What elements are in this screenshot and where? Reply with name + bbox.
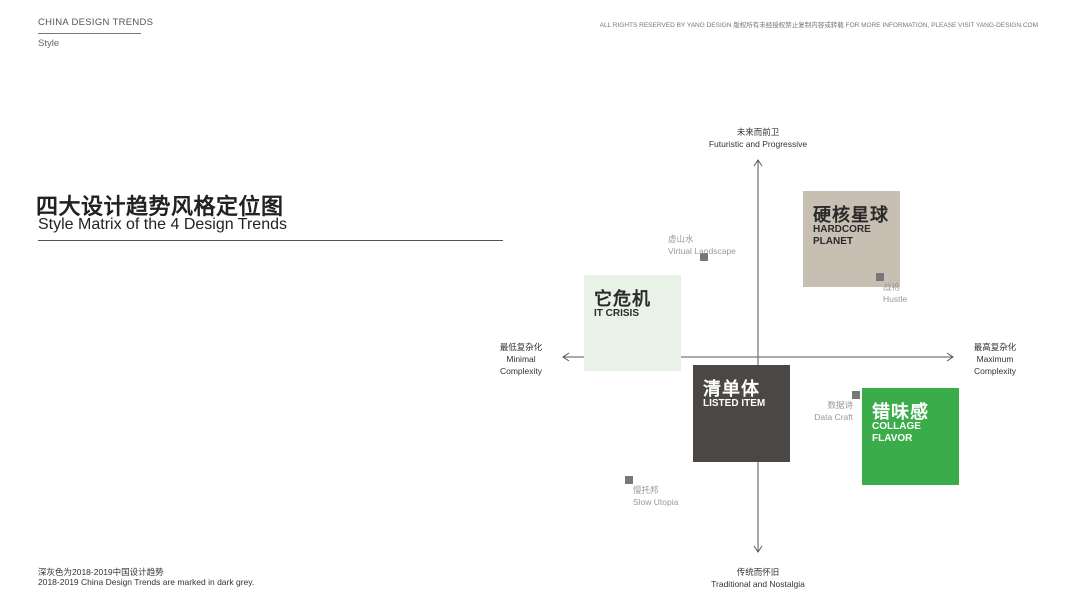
arrow-up-icon (753, 159, 763, 167)
brand-underline (38, 33, 141, 34)
footnote-en: 2018-2019 China Design Trends are marked… (38, 577, 255, 587)
footnote-zh: 深灰色为2018-2019中国设计趋势 (38, 567, 164, 577)
brand-title: CHINA DESIGN TRENDS (38, 17, 154, 28)
page-title-en: Style Matrix of the 4 Design Trends (38, 216, 287, 233)
arrow-left-icon (562, 352, 570, 362)
page-title-zh: 四大设计趋势风格定位图 (36, 194, 284, 219)
trend-box-it-crisis: 它危机 IT CRISIS (584, 275, 681, 371)
marker-slow-utopia (625, 476, 633, 484)
marker-virtual-landscape (700, 253, 708, 261)
title-divider (38, 240, 503, 241)
marker-data-craft (852, 391, 860, 399)
section-label: Style (38, 38, 60, 49)
arrow-down-icon (753, 545, 763, 553)
trend-box-listed-item: 清单体 LISTED ITEM (693, 365, 790, 462)
arrow-right-icon (946, 352, 954, 362)
marker-hustle (876, 273, 884, 281)
copyright-notice: ALL RIGHTS RESERVED BY YANG DESIGN 版权所有未… (599, 22, 1038, 29)
